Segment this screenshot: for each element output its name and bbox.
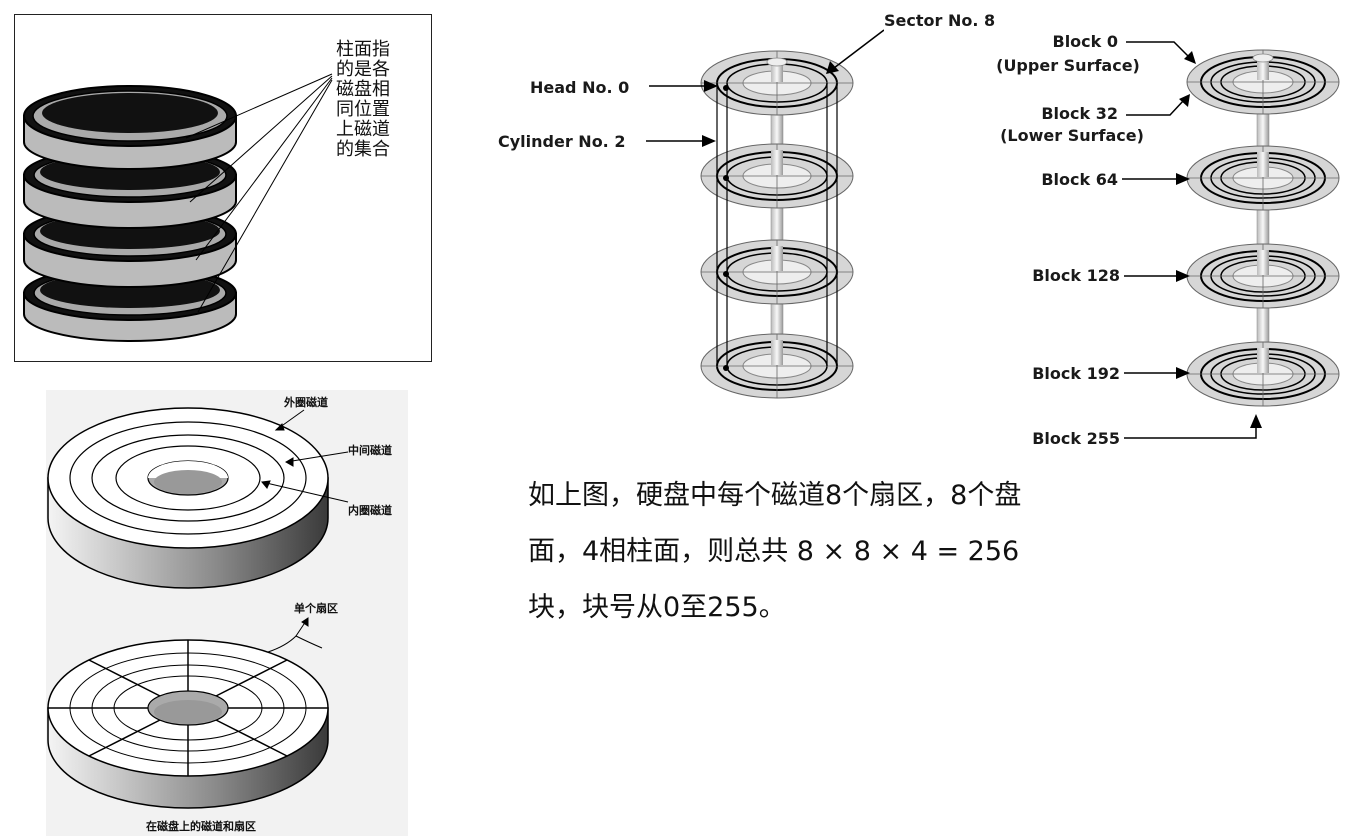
block32-surface-label: (Lower Surface) xyxy=(1000,126,1144,145)
cylinder-label-line: 上磁道 xyxy=(336,119,390,140)
explanation-line: 如上图，硬盘中每个磁道8个扇区，8个盘 xyxy=(528,468,1088,524)
block-platter xyxy=(1187,146,1339,210)
cylinder-arrow-tip xyxy=(702,135,716,147)
sector-label-text: Sector No. 8 xyxy=(884,11,995,30)
track-disk xyxy=(48,408,328,588)
block32-label: Block 32 xyxy=(1041,104,1118,123)
head-cylinder-diagram: Sector No. 8 Head No. 0 Cylinder No. 2 xyxy=(494,0,884,430)
cylinder-label: 柱面指 的是各 磁盘相 同位置 上磁道 的集合 xyxy=(336,39,390,160)
inner-track-label: 内圈磁道 xyxy=(348,503,392,517)
block32-arrow-tip xyxy=(1179,94,1190,107)
outer-track-label: 外圈磁道 xyxy=(283,395,328,409)
cylinder-label-line: 同位置 xyxy=(336,99,390,120)
cylinder-stack-diagram: 柱面指 的是各 磁盘相 同位置 上磁道 的集合 xyxy=(14,14,432,362)
block-platter xyxy=(1187,50,1339,114)
platter xyxy=(701,51,853,115)
block192-label: Block 192 xyxy=(1032,364,1120,383)
explanation-text: 如上图，硬盘中每个磁道8个扇区，8个盘 面，4相柱面，则总共 8 × 8 × 4… xyxy=(528,468,1088,636)
block-numbering-diagram: Block 0 (Upper Surface) Block 32 (Lower … xyxy=(984,20,1350,460)
block64-label: Block 64 xyxy=(1041,170,1118,189)
cylinder-label: Cylinder No. 2 xyxy=(498,132,625,151)
head-label: Head No. 0 xyxy=(530,78,629,97)
block0-surface-label: (Upper Surface) xyxy=(996,56,1140,75)
tracks-sectors-caption: 在磁盘上的磁道和扇区 xyxy=(146,819,256,833)
sector-disk xyxy=(48,640,328,808)
tracks-sectors-diagram: 外圈磁道 中间磁道 内圈磁道 单个扇区 在磁盘上的磁道和扇区 xyxy=(46,390,408,836)
block255-label: Block 255 xyxy=(1032,429,1120,448)
middle-track-label: 中间磁道 xyxy=(348,443,392,457)
block-platter xyxy=(1187,244,1339,308)
explanation-line: 面，4相柱面，则总共 8 × 8 × 4 = 256 xyxy=(528,524,1088,580)
disk-stack xyxy=(24,86,236,341)
block255-arrow-tip xyxy=(1250,414,1262,428)
block128-label: Block 128 xyxy=(1032,266,1120,285)
explanation-line: 块，块号从0至255。 xyxy=(528,580,1088,636)
block-platter xyxy=(1187,342,1339,406)
block0-label: Block 0 xyxy=(1053,32,1119,51)
single-sector-label: 单个扇区 xyxy=(294,601,338,615)
head-dots xyxy=(723,85,729,371)
cylinder-label-line: 柱面指 xyxy=(336,39,390,60)
cylinder-label-line: 的是各 xyxy=(336,59,390,80)
cylinder-label-line: 磁盘相 xyxy=(336,79,390,100)
cylinder-label-line: 的集合 xyxy=(336,139,390,160)
